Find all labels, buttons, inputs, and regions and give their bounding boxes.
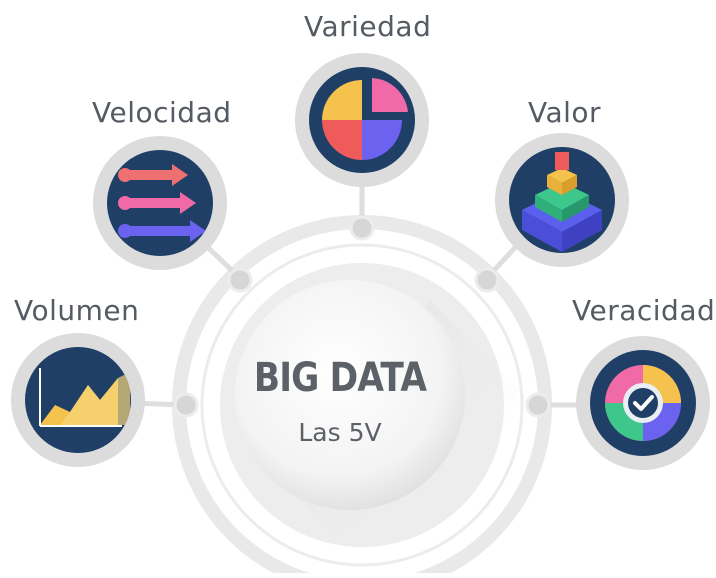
middle-ring — [200, 243, 524, 567]
label-volumen: Volumen — [14, 294, 140, 327]
pie-quadrants-icon — [295, 53, 429, 187]
area-chart-icon — [11, 333, 145, 467]
center-subtitle: Las 5V — [298, 418, 382, 447]
center-title: BIG DATA — [253, 355, 427, 401]
label-valor: Valor — [528, 96, 602, 129]
center-disk — [235, 280, 465, 510]
stacked-pyramid-icon — [495, 133, 629, 267]
speed-arrows-icon — [93, 136, 227, 270]
label-velocidad: Velocidad — [92, 96, 232, 129]
label-variedad: Variedad — [304, 10, 432, 43]
ring-nodes — [173, 215, 551, 418]
label-veracidad: Veracidad — [572, 294, 716, 327]
gear-check-icon — [576, 336, 710, 470]
